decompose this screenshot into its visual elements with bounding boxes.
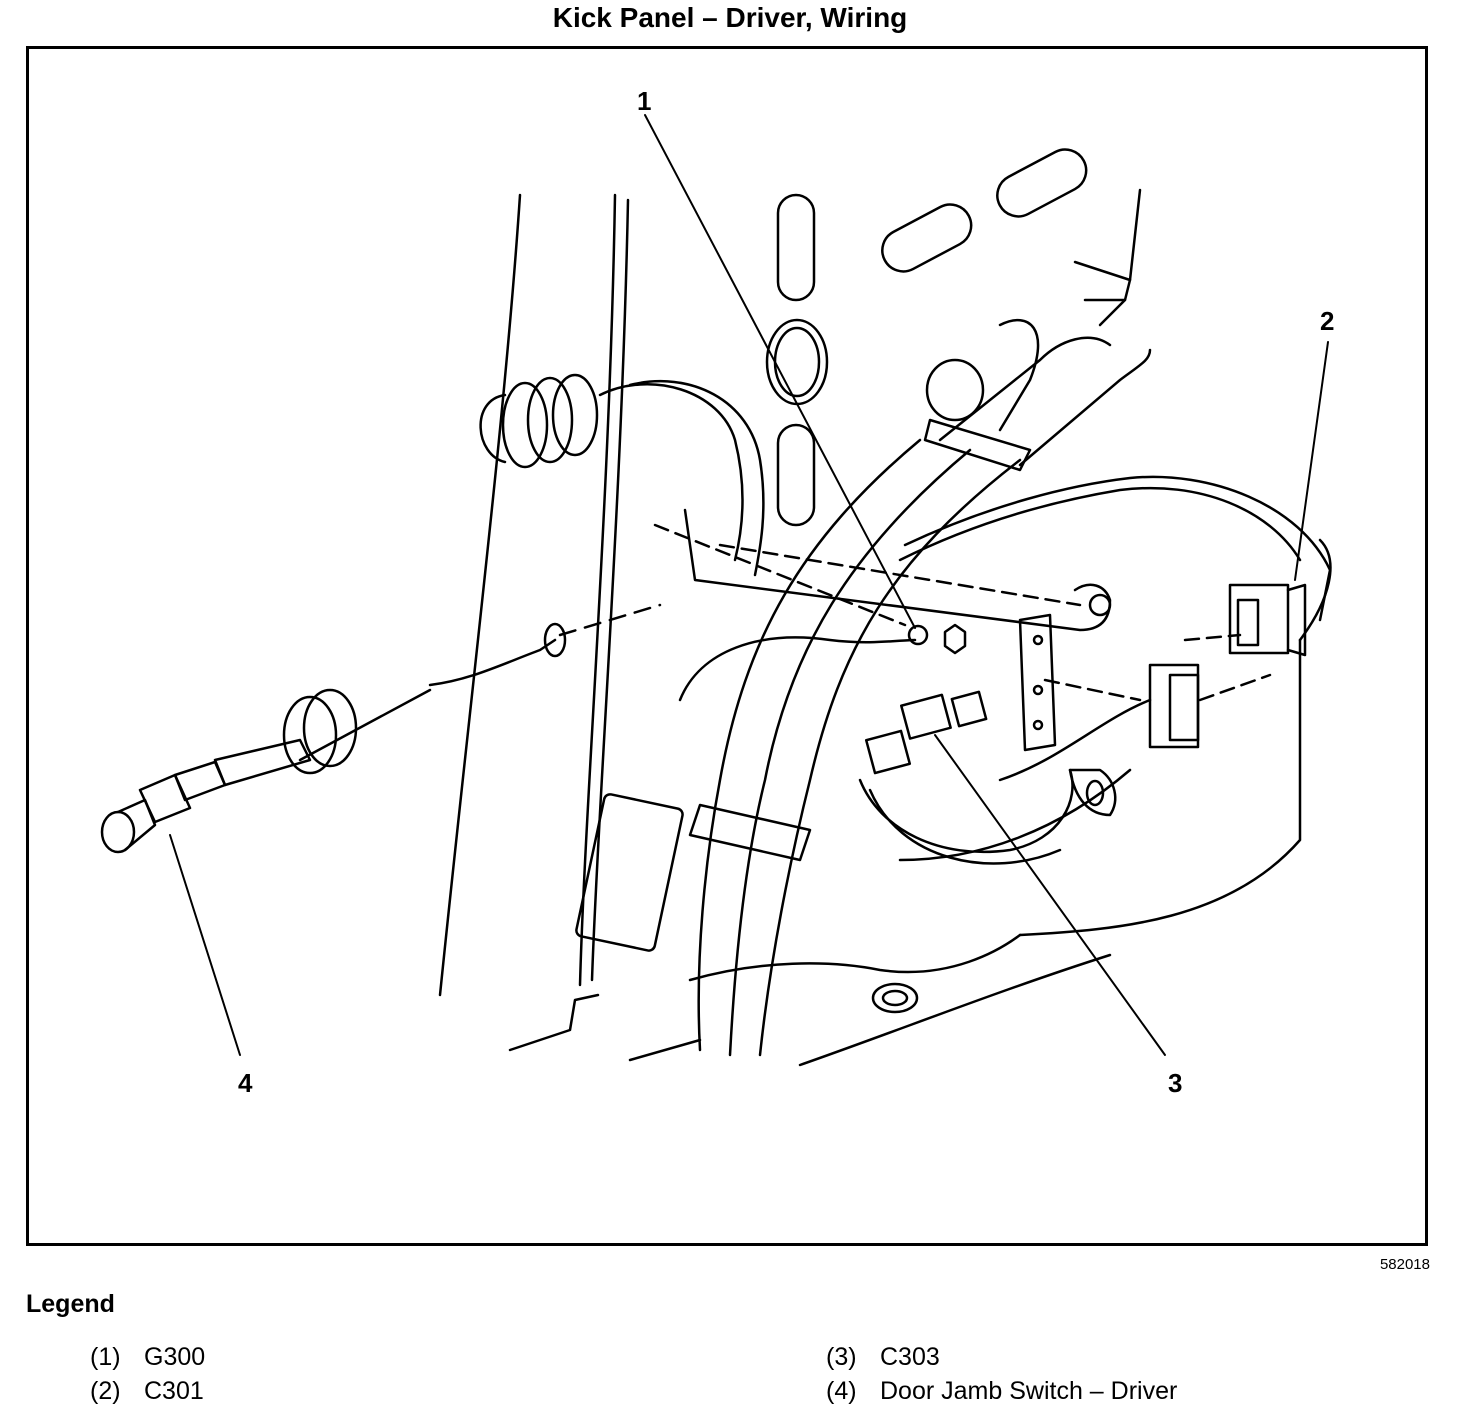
left-grommet-2	[526, 376, 574, 464]
harness-clip-top	[923, 418, 1032, 472]
connector-c301-face	[1236, 598, 1260, 647]
left-grommet	[551, 373, 599, 457]
bracket-hole-2	[1032, 684, 1044, 696]
figure-id: 582018	[1379, 1256, 1430, 1273]
legend-item: (1) G300	[90, 1340, 205, 1374]
access-plate	[575, 793, 684, 952]
legend-column-left: (1) G300 (2) C301	[90, 1340, 205, 1408]
wiring-illustration: 1 2 3 4	[100, 86, 1334, 1098]
switch-harness-dashed	[558, 603, 662, 637]
bracket-tab-hole	[1085, 779, 1105, 807]
connector-c303-b	[864, 729, 912, 775]
diagram-title: Kick Panel – Driver, Wiring	[552, 2, 908, 33]
c303-wires	[858, 768, 1074, 854]
connector-c303-c	[950, 690, 988, 728]
harness-stub-right-2	[1083, 278, 1132, 302]
legend-num: (1)	[90, 1343, 121, 1371]
leader-line-1	[644, 114, 916, 629]
legend-item: (4) Door Jamb Switch – Driver	[826, 1374, 1177, 1408]
leader-line-4	[169, 834, 241, 1056]
connector-c303-a	[900, 693, 952, 740]
floor-line-lower	[628, 1038, 702, 1062]
c301-align-line-2	[1198, 673, 1272, 702]
harness-upper-branch	[938, 336, 1112, 442]
mounting-bracket	[683, 508, 1112, 632]
legend-num: (3)	[826, 1343, 857, 1371]
panel-right-edge	[1018, 638, 1302, 937]
panel-slot-2	[776, 423, 816, 527]
panel-slot-3	[881, 203, 973, 273]
harness-stub-right	[1073, 188, 1142, 282]
floor-edge	[798, 953, 1112, 1067]
switch-plunger-body	[116, 798, 157, 852]
legend-label: C303	[880, 1343, 940, 1371]
floor-grommet	[871, 982, 919, 1014]
bracket-hole-3	[1032, 719, 1044, 731]
ground-eyelet	[907, 624, 929, 646]
connector-c301-pins	[1286, 583, 1307, 657]
ground-wire	[678, 636, 917, 702]
diagram-frame	[26, 46, 1428, 1246]
mating-wires	[998, 698, 1152, 782]
harness-clip-bottom	[688, 803, 812, 862]
callout-3: 3	[1168, 1068, 1182, 1098]
harness-to-c301	[898, 486, 1302, 562]
harness-upper-branch-2	[1018, 348, 1152, 467]
connector-mating-body	[1168, 673, 1200, 742]
harness-loop-top-2	[628, 380, 765, 577]
left-grommet-cap	[479, 393, 507, 464]
legend-column-right: (3) C303 (4) Door Jamb Switch – Driver	[826, 1340, 1177, 1408]
harness-to-c301-2	[903, 475, 1332, 622]
switch-body	[213, 738, 312, 787]
floor-grommet-inner	[881, 989, 909, 1007]
mating-align	[1043, 678, 1142, 702]
legend-item: (3) C303	[826, 1340, 1177, 1374]
c301-align-line	[1183, 633, 1242, 642]
legend-num: (4)	[826, 1377, 857, 1405]
harness-hook	[925, 358, 985, 422]
bracket-vertical	[1018, 613, 1057, 752]
main-harness-left	[697, 438, 922, 1052]
harness-hook-curl	[998, 319, 1040, 432]
ground-nut	[943, 623, 967, 655]
bracket-hole-1	[1032, 634, 1044, 646]
pillar-edge-left	[438, 193, 522, 997]
legend-item: (2) C301	[90, 1374, 205, 1408]
bracket-align-line	[718, 543, 1082, 607]
pillar-edge-inner-2	[590, 198, 630, 982]
bracket-tab	[1068, 768, 1117, 817]
kick-panel-curve	[688, 933, 1022, 982]
connector-mating	[1148, 663, 1200, 749]
ground-align-line	[653, 523, 907, 627]
bracket-bolt-hole	[1088, 593, 1112, 617]
leader-line-2	[1294, 341, 1329, 581]
legend-num: (2)	[90, 1377, 121, 1405]
panel-hole-ring-inner	[773, 326, 821, 398]
legend-heading: Legend	[26, 1290, 115, 1318]
callout-2: 2	[1320, 306, 1334, 336]
legend-label: C301	[144, 1377, 204, 1405]
switch-lead	[298, 688, 432, 762]
harness-stub-right-3	[1098, 298, 1127, 327]
callout-4: 4	[238, 1068, 253, 1098]
legend-label: G300	[144, 1343, 206, 1371]
leader-line-3	[934, 734, 1166, 1056]
callout-1: 1	[637, 86, 651, 116]
legend-label: Door Jamb Switch – Driver	[880, 1377, 1178, 1405]
switch-grommet-small	[543, 622, 567, 658]
panel-slot-4	[996, 148, 1088, 218]
main-harness-mid	[728, 448, 972, 1057]
connector-c301	[1228, 583, 1290, 655]
main-harness-right	[758, 458, 1022, 1057]
switch-grommet	[302, 688, 358, 768]
switch-harness	[428, 638, 557, 687]
floor-line	[508, 993, 600, 1052]
c303-wires-2	[868, 788, 1062, 865]
switch-nut	[138, 773, 192, 824]
switch-grommet-inner	[282, 695, 338, 775]
panel-slot-1	[776, 193, 816, 302]
harness-loop-top	[598, 382, 744, 562]
left-grommet-3	[501, 381, 549, 469]
